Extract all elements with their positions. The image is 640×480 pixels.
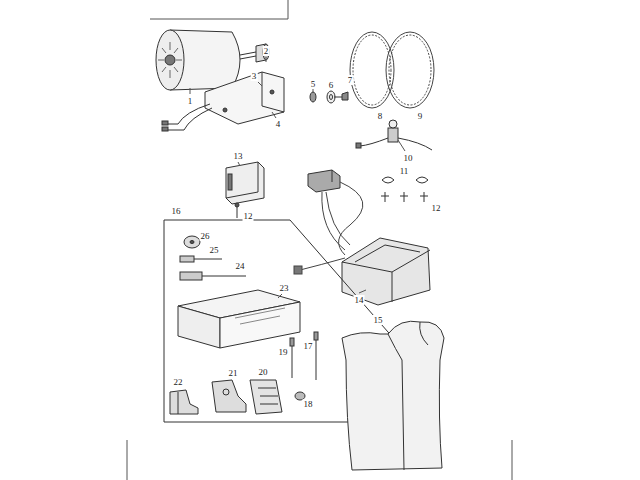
callout-number: 16 [171, 206, 182, 216]
callout-number: 4 [275, 119, 282, 129]
foot-controller [342, 238, 430, 305]
drive-belts [350, 32, 434, 108]
pulley [256, 44, 269, 62]
callout-number: 21 [228, 368, 239, 378]
hinged-cover [226, 162, 264, 204]
large-screwdriver [180, 272, 246, 280]
controller-plug [308, 170, 340, 192]
callout-number: 9 [417, 111, 424, 121]
callout-number: 6 [328, 80, 335, 90]
callout-number: 11 [399, 166, 410, 176]
motor-bracket [205, 72, 284, 124]
callout-number: 7 [347, 75, 354, 85]
leader-lines [190, 57, 405, 298]
callout-number: 13 [233, 151, 244, 161]
callout-number: 5 [310, 79, 317, 89]
callout-number: 14 [354, 295, 365, 305]
callout-number: 18 [303, 399, 314, 409]
zipper-foot [212, 380, 246, 412]
callout-number: 15 [373, 315, 384, 325]
buttonhole-foot [250, 380, 282, 414]
bobbin [184, 236, 200, 248]
lamp-assembly [356, 120, 432, 150]
small-screwdriver [180, 256, 222, 262]
dust-cover [342, 321, 444, 470]
callout-number: 24 [235, 261, 246, 271]
callout-number: 8 [377, 111, 384, 121]
callout-number: 2 [263, 46, 270, 56]
callout-number: 17 [303, 341, 314, 351]
callout-number: 1 [187, 96, 194, 106]
screw-washer-set [310, 91, 348, 103]
callout-number: 12 [243, 211, 254, 221]
callout-number: 3 [251, 71, 258, 81]
callout-number: 25 [209, 245, 220, 255]
presser-foot [170, 390, 198, 414]
callout-number: 19 [278, 347, 289, 357]
motor-wire [162, 104, 212, 131]
cover-screw [235, 203, 239, 218]
needles [290, 332, 318, 380]
small-clips [381, 177, 428, 202]
callout-number: 22 [173, 377, 184, 387]
callout-number: 26 [200, 231, 211, 241]
callout-number: 10 [403, 153, 414, 163]
frame-lines [127, 0, 512, 480]
attachment-box [178, 290, 300, 348]
callout-number: 20 [258, 367, 269, 377]
callout-number: 12 [431, 203, 442, 213]
callout-number: 23 [279, 283, 290, 293]
